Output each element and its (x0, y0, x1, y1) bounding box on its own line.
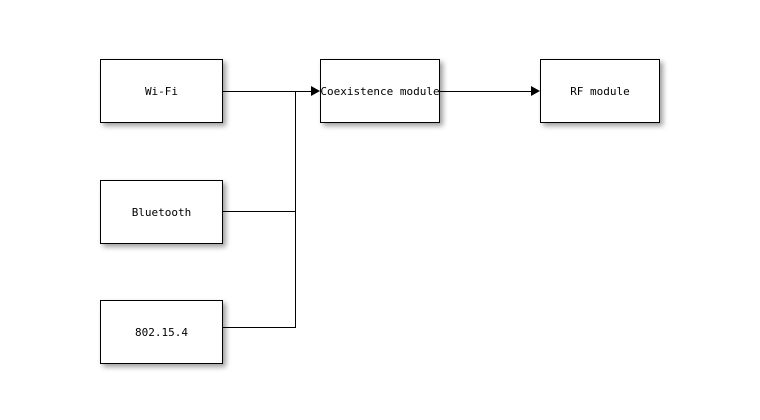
edge-zigbee-to-trunk (223, 327, 296, 328)
node-coexistence-module[interactable]: Coexistence module (320, 59, 440, 123)
node-wifi-label: Wi-Fi (144, 84, 179, 98)
arrowhead-into-rf-module-icon (531, 86, 540, 96)
node-wifi[interactable]: Wi-Fi (100, 59, 223, 123)
node-rf-module-label: RF module (570, 84, 630, 98)
node-bluetooth[interactable]: Bluetooth (100, 180, 223, 244)
node-bluetooth-label: Bluetooth (131, 205, 192, 219)
node-802-15-4[interactable]: 802.15.4 (100, 300, 223, 364)
node-rf-module[interactable]: RF module (540, 59, 660, 123)
edge-bluetooth-to-trunk (223, 211, 296, 212)
arrowhead-into-coexistence-module-icon (311, 86, 320, 96)
edge-wifi-to-trunk (223, 91, 311, 92)
edge-vertical-trunk (295, 91, 296, 328)
node-coexistence-module-label: Coexistence module (320, 84, 440, 98)
edge-coexistence-to-rf (440, 91, 531, 92)
node-802-15-4-label: 802.15.4 (135, 325, 188, 339)
